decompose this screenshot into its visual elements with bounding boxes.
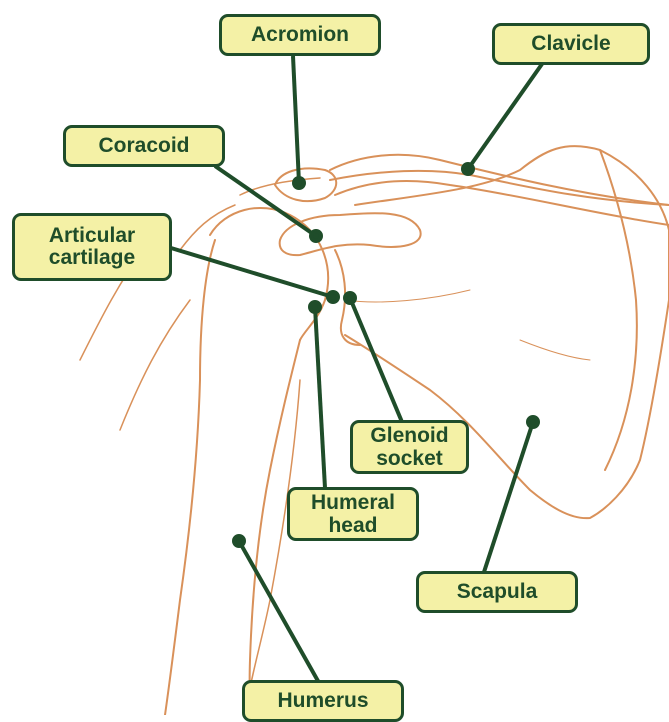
clavicle-outline <box>330 155 669 225</box>
scapula-label: Scapula <box>416 571 578 613</box>
humerus-shaft-left <box>165 240 215 715</box>
clavicle-pointer <box>463 64 542 174</box>
acromion-label: Acromion <box>219 14 381 56</box>
humerus-pointer <box>234 536 318 681</box>
scapula-spine <box>330 171 669 205</box>
articular-cartilage-label: Articular cartilage <box>12 213 172 281</box>
scapula-inner-line <box>345 290 470 302</box>
scapula-pointer <box>484 417 538 572</box>
humerus-label: Humerus <box>242 680 404 722</box>
arm-outline-left-3 <box>180 205 235 250</box>
humeral-head-pointer <box>310 302 325 488</box>
scapula-inner-line-2 <box>520 340 590 360</box>
coracoid-pointer <box>215 166 321 241</box>
humerus-head-outline <box>210 208 328 340</box>
arm-outline-left-2 <box>120 300 190 430</box>
coracoid-outline <box>280 213 421 255</box>
articular-cartilage-pointer <box>171 248 338 302</box>
arm-outline-right <box>245 380 300 715</box>
glenoid-socket-pointer <box>345 293 402 422</box>
glenoid-socket-label: Glenoid socket <box>350 420 469 474</box>
clavicle-label: Clavicle <box>492 23 650 65</box>
coracoid-label: Coracoid <box>63 125 225 167</box>
humeral-head-label: Humeral head <box>287 487 419 541</box>
